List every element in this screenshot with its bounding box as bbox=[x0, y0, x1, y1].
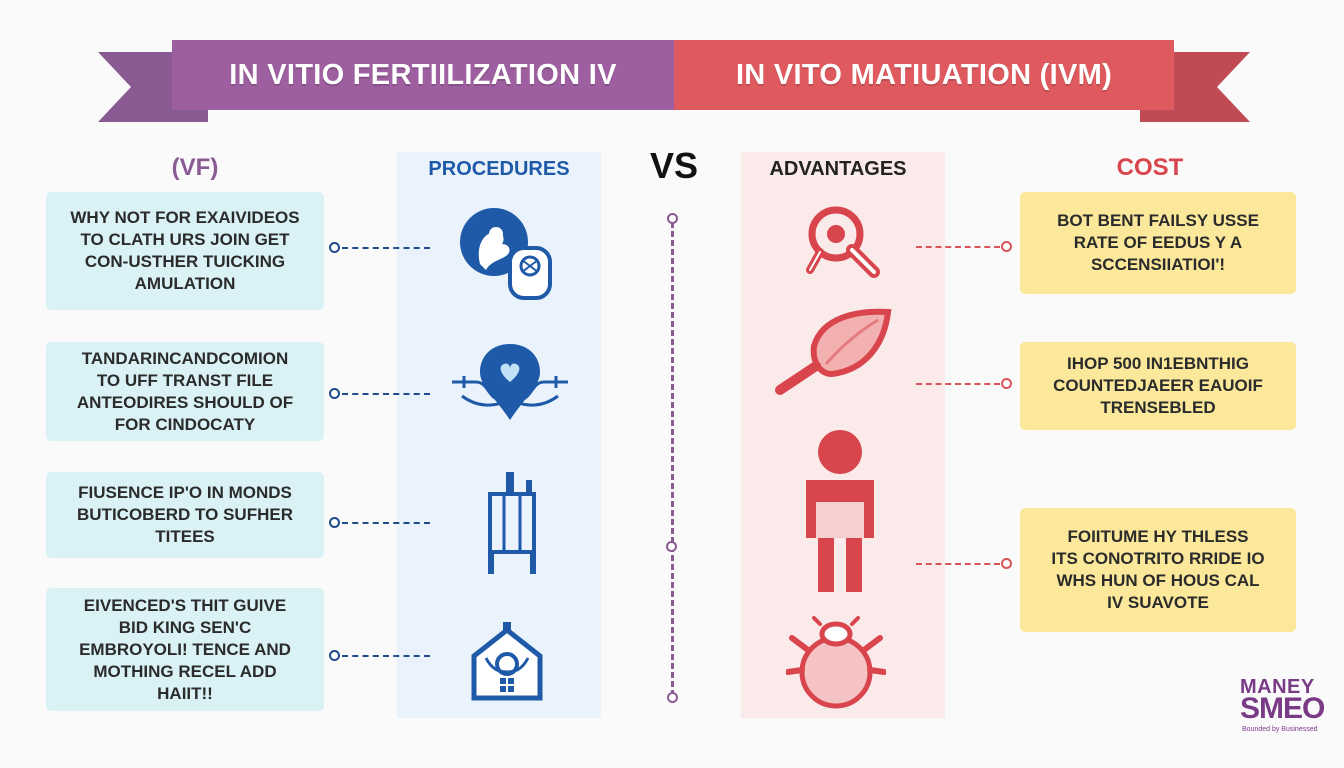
connector-line bbox=[916, 246, 1000, 248]
cost-heading: COST bbox=[1116, 154, 1184, 181]
logo-line1: MANEY bbox=[1240, 676, 1315, 698]
connector-line bbox=[342, 393, 430, 395]
connector-dot bbox=[329, 388, 340, 399]
banner-ivf: In vitio fertiilization iv bbox=[172, 40, 674, 110]
center-divider bbox=[671, 222, 674, 696]
connector-line bbox=[916, 563, 1000, 565]
person-icon bbox=[806, 430, 874, 592]
connector-line bbox=[342, 522, 430, 524]
divider-dot-top bbox=[667, 213, 678, 224]
connector-dot bbox=[329, 650, 340, 661]
connector-dot bbox=[1001, 378, 1012, 389]
ivm-cost-box-2: IHOP 500 IN1EBNTHIG COUNTEDJAEER EAUOIF … bbox=[1020, 342, 1296, 430]
banner-ivf-title: In vitio fertiilization iv bbox=[229, 58, 617, 91]
connector-dot bbox=[329, 517, 340, 528]
magnifier-icon bbox=[806, 206, 880, 278]
vs-label: VS bbox=[649, 145, 699, 186]
procedures-heading: PROCEDURES bbox=[428, 158, 570, 180]
clinic-building-icon bbox=[471, 622, 543, 701]
connector-dot bbox=[329, 242, 340, 253]
leaf-magnifier-icon bbox=[775, 308, 892, 395]
mother-baby-icon bbox=[460, 208, 552, 300]
ivf-info-box-4: EIVENCED'S THIT GUIVE BID KING SEN'C EMB… bbox=[46, 588, 324, 711]
ivf-info-box-3: FIUSENCE IP'O IN MONDS BUTICOBERD TO SUF… bbox=[46, 472, 324, 558]
uterus-heart-icon bbox=[452, 344, 568, 420]
banner-ivm: In Vito matiuation (IVM) bbox=[674, 40, 1174, 110]
advantages-heading: ADVANTAGES bbox=[769, 158, 907, 180]
medical-stand-icon bbox=[488, 472, 536, 574]
banner-ivm-title: In Vito matiuation (IVM) bbox=[735, 58, 1113, 91]
connector-line bbox=[342, 655, 430, 657]
connector-dot bbox=[1001, 558, 1012, 569]
divider-dot-bottom bbox=[667, 692, 678, 703]
logo-line2: SMEO bbox=[1240, 692, 1325, 725]
logo-tagline: Bounded by Businessed bbox=[1242, 726, 1318, 733]
connector-dot bbox=[1001, 241, 1012, 252]
connector-line bbox=[342, 247, 430, 249]
ivf-info-box-1: WHY NOT FOR EXAIVIDEOS TO CLATH URS JOIN… bbox=[46, 192, 324, 310]
ivm-cost-box-1: BOT BENT FAILSY USSE RATE OF EEDUS Y A S… bbox=[1020, 192, 1296, 294]
ovary-cell-icon bbox=[786, 616, 886, 709]
divider-dot-middle bbox=[666, 541, 677, 552]
connector-line bbox=[916, 383, 1000, 385]
ivf-info-box-2: TANDARINCANDCOMION TO UFF TRANST FILE AN… bbox=[46, 342, 324, 441]
ivf-heading: (VF) bbox=[171, 154, 219, 181]
ivm-cost-box-3: FOIITUME HY THLESS ITS CONOTRITO RRIDE I… bbox=[1020, 508, 1296, 632]
